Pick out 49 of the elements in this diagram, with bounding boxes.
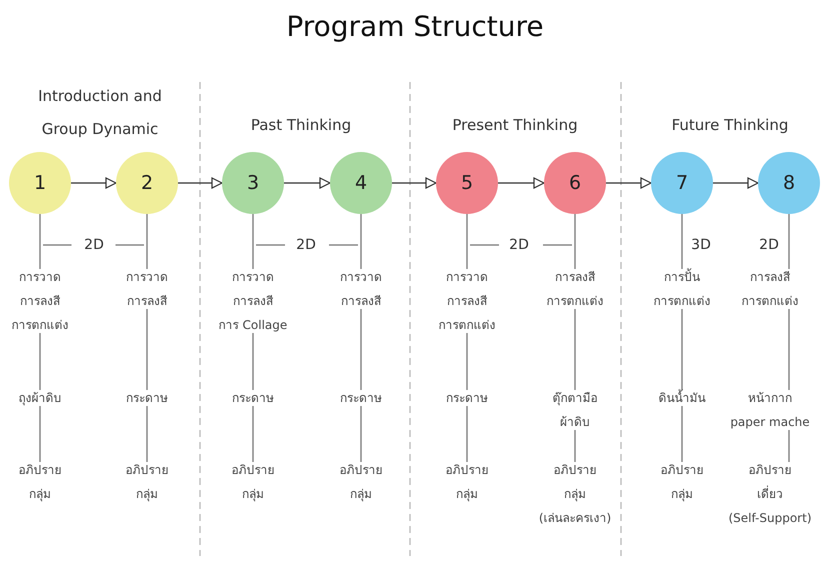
arrow bbox=[71, 177, 117, 189]
step-circle: 2 bbox=[116, 152, 178, 214]
connector-line bbox=[39, 406, 41, 462]
connector-line bbox=[360, 406, 362, 462]
step-circle: 7 bbox=[651, 152, 713, 214]
dimension-label: 3D bbox=[690, 236, 712, 255]
connector-line bbox=[788, 430, 790, 462]
connector-line bbox=[466, 214, 468, 269]
dimension-label: 2D bbox=[758, 236, 780, 255]
connector-line bbox=[360, 309, 362, 390]
step-circle: 5 bbox=[436, 152, 498, 214]
step-circle: 1 bbox=[9, 152, 71, 214]
connector-line bbox=[788, 214, 790, 269]
arrow bbox=[498, 177, 545, 189]
step-circle: 4 bbox=[330, 152, 392, 214]
connector-line bbox=[574, 430, 576, 462]
connector-line bbox=[574, 214, 576, 269]
arrow bbox=[392, 177, 437, 189]
step-circle: 3 bbox=[222, 152, 284, 214]
connector-line bbox=[466, 333, 468, 390]
step-circle: 8 bbox=[758, 152, 820, 214]
section-heading: Past Thinking bbox=[250, 115, 352, 136]
connector-line bbox=[252, 406, 254, 462]
arrow bbox=[713, 177, 759, 189]
dimension-label: 2D bbox=[508, 236, 530, 255]
connector-line bbox=[146, 406, 148, 462]
connector-line bbox=[574, 309, 576, 390]
connector-line bbox=[681, 214, 683, 269]
connector-line bbox=[466, 406, 468, 462]
arrow bbox=[284, 177, 331, 189]
connector-line bbox=[681, 309, 683, 390]
section-heading: Future Thinking bbox=[670, 115, 790, 136]
arrow bbox=[178, 177, 223, 189]
connector-line bbox=[681, 406, 683, 462]
connector-line bbox=[39, 333, 41, 390]
connector-line bbox=[252, 333, 254, 390]
connector-line bbox=[146, 214, 148, 269]
connector-line bbox=[39, 214, 41, 269]
section-heading: Present Thinking bbox=[451, 115, 579, 136]
dimension-label: 2D bbox=[83, 236, 105, 255]
connector-line bbox=[146, 309, 148, 390]
title: Program Structure bbox=[285, 10, 545, 43]
connector-line bbox=[252, 214, 254, 269]
arrow bbox=[606, 177, 652, 189]
dimension-label: 2D bbox=[295, 236, 317, 255]
step-circle: 6 bbox=[544, 152, 606, 214]
connector-line bbox=[788, 309, 790, 390]
connector-line bbox=[360, 214, 362, 269]
section-heading: Introduction and Group Dynamic bbox=[37, 86, 163, 140]
